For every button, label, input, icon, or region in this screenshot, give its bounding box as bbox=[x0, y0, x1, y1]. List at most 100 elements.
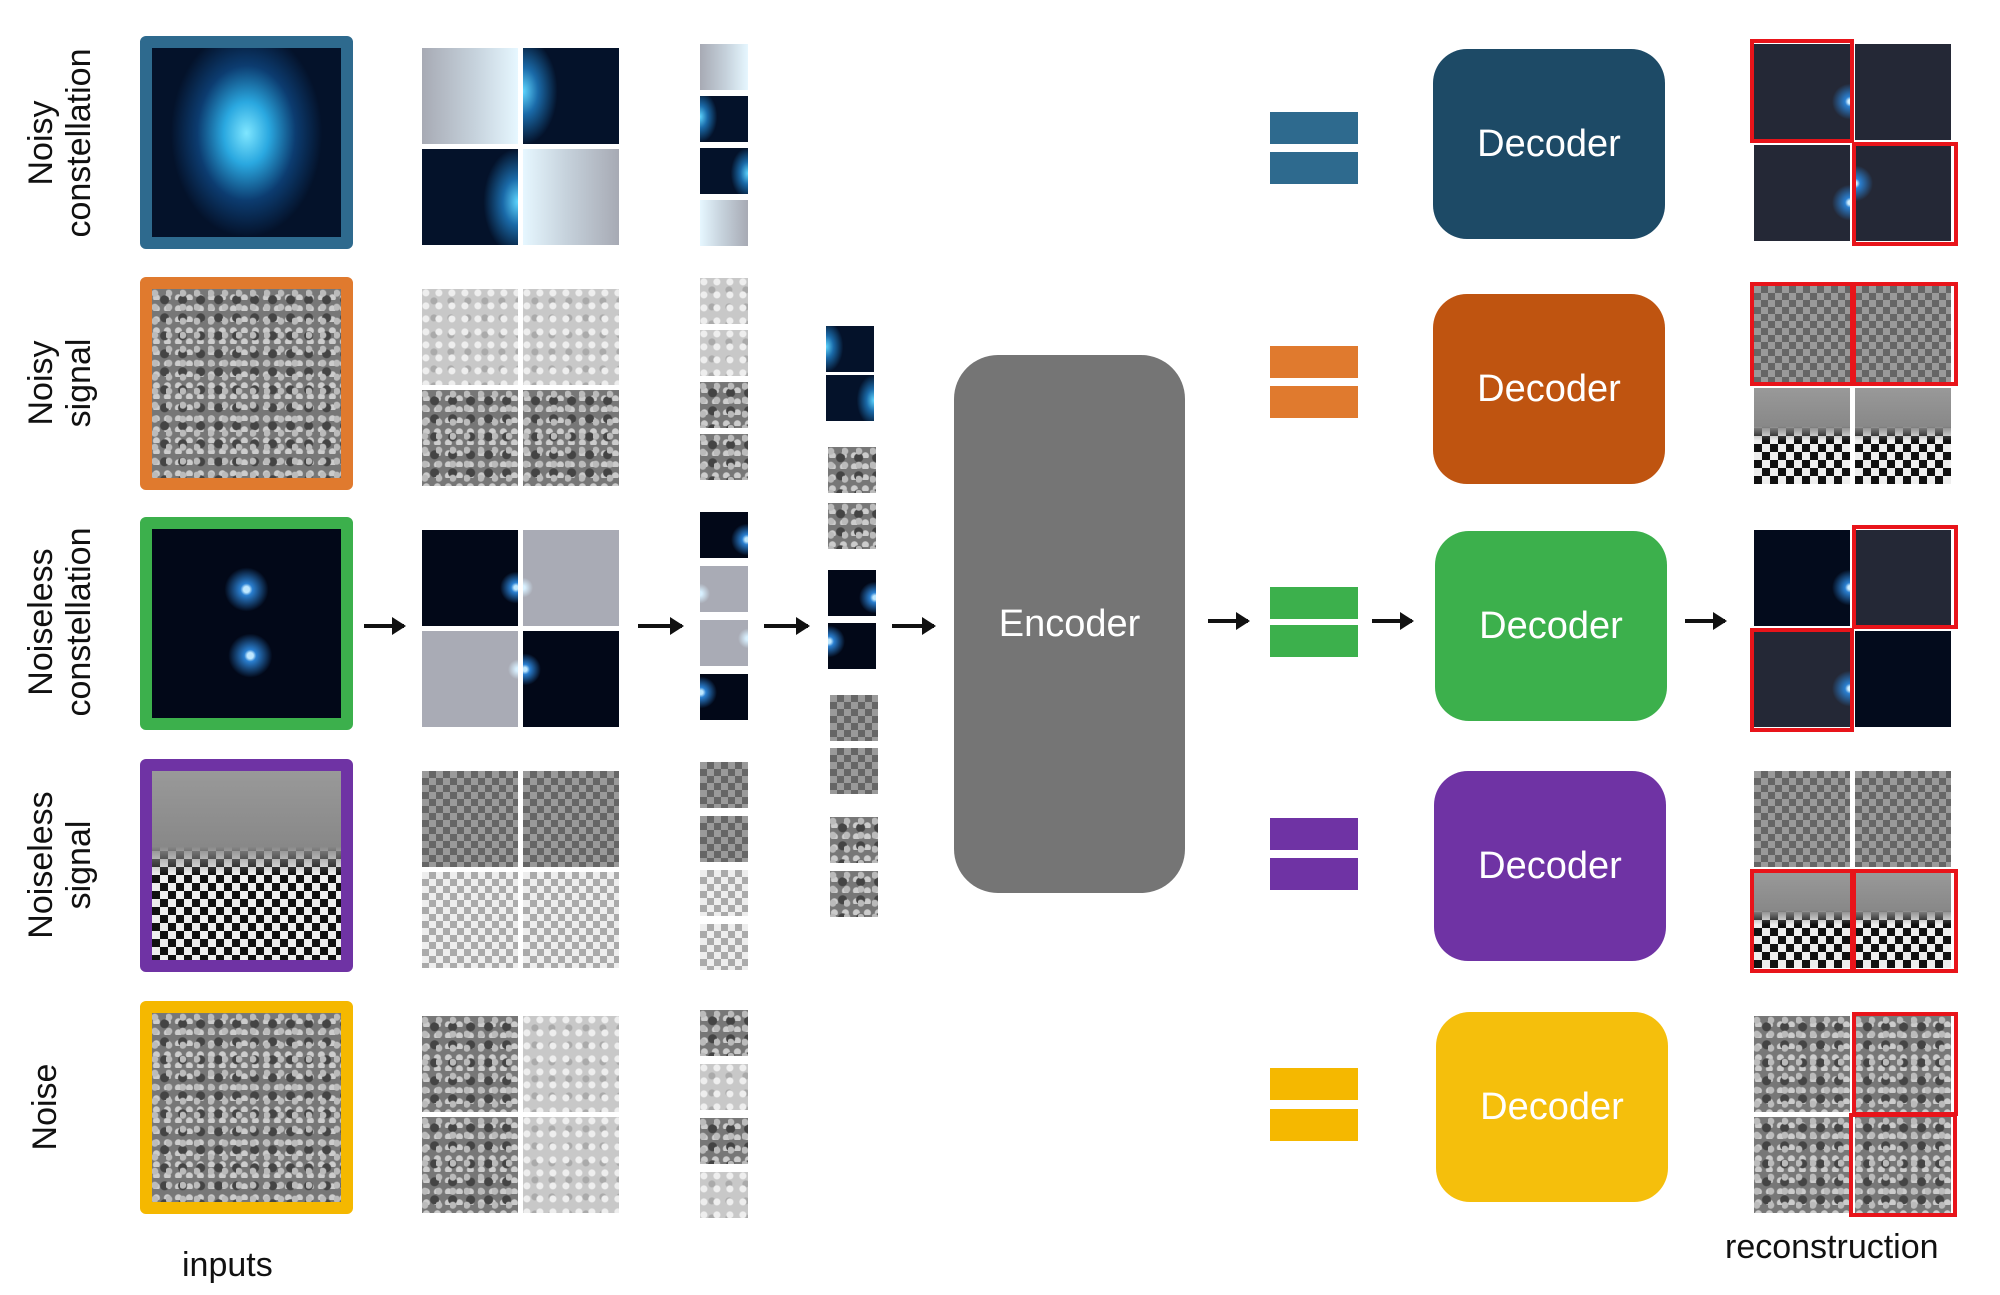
decoder-label: Decoder bbox=[1477, 367, 1621, 410]
patch bbox=[1855, 286, 1951, 382]
patch bbox=[422, 771, 518, 867]
latent-bar bbox=[1270, 858, 1358, 890]
decoder-label: Decoder bbox=[1477, 122, 1621, 165]
arrow-icon bbox=[1372, 612, 1414, 630]
arrow-icon bbox=[1208, 612, 1250, 630]
decoder-noisy-constellation: Decoder bbox=[1433, 49, 1665, 239]
patch bbox=[422, 48, 518, 144]
input-noise bbox=[140, 1001, 353, 1214]
patch bbox=[700, 1172, 748, 1218]
patch bbox=[830, 748, 878, 794]
patch bbox=[700, 1010, 748, 1056]
latent-bar bbox=[1270, 625, 1358, 657]
masked-patch-highlight bbox=[1750, 869, 1854, 973]
patch bbox=[422, 872, 518, 968]
patch bbox=[523, 1016, 619, 1112]
patch bbox=[1754, 44, 1850, 140]
masked-patch-highlight bbox=[1852, 525, 1958, 629]
patch bbox=[422, 631, 518, 727]
patch bbox=[700, 674, 748, 720]
latent-bar bbox=[1270, 587, 1358, 619]
patch bbox=[700, 434, 748, 480]
latent-bar bbox=[1270, 386, 1358, 418]
row-label-noiseless-signal: Noiseless signal bbox=[22, 791, 98, 939]
patch bbox=[828, 570, 876, 616]
input-noisy-constellation bbox=[140, 36, 353, 249]
decoder-noisy-signal: Decoder bbox=[1433, 294, 1665, 484]
masked-patch-highlight bbox=[1852, 1012, 1958, 1116]
patch bbox=[828, 447, 876, 493]
arrow-icon bbox=[364, 617, 406, 635]
patch bbox=[523, 48, 619, 144]
patch bbox=[826, 326, 874, 372]
patch bbox=[826, 375, 874, 421]
patch bbox=[830, 871, 878, 917]
arrow-icon bbox=[892, 617, 936, 635]
patch bbox=[1754, 286, 1850, 382]
patch bbox=[700, 148, 748, 194]
patch bbox=[1855, 44, 1951, 140]
latent-bar bbox=[1270, 346, 1358, 378]
latent-bar bbox=[1270, 112, 1358, 144]
patch bbox=[422, 1016, 518, 1112]
patch bbox=[422, 149, 518, 245]
patch bbox=[700, 1118, 748, 1164]
patch bbox=[830, 817, 878, 863]
patch bbox=[1754, 530, 1850, 626]
masked-patch-highlight bbox=[1750, 628, 1854, 732]
masked-patch-highlight bbox=[1852, 869, 1958, 973]
patch bbox=[422, 390, 518, 486]
patch bbox=[422, 530, 518, 626]
patch bbox=[1855, 631, 1951, 727]
decoder-label: Decoder bbox=[1478, 844, 1622, 887]
patch bbox=[700, 816, 748, 862]
patch bbox=[1754, 631, 1850, 727]
patch bbox=[1754, 872, 1850, 968]
masked-patch-highlight bbox=[1750, 39, 1854, 143]
patch bbox=[828, 623, 876, 669]
latent-bar bbox=[1270, 1068, 1358, 1100]
patch bbox=[700, 924, 748, 970]
patch bbox=[1855, 1016, 1951, 1112]
patch bbox=[700, 278, 748, 324]
patch bbox=[1754, 771, 1850, 867]
patch bbox=[1855, 388, 1951, 484]
input-noiseless-constellation bbox=[140, 517, 353, 730]
latent-bar bbox=[1270, 818, 1358, 850]
masked-patch-highlight bbox=[1852, 142, 1958, 246]
patch bbox=[700, 566, 748, 612]
arrow-icon bbox=[638, 617, 684, 635]
patch bbox=[700, 1064, 748, 1110]
patch bbox=[523, 1117, 619, 1213]
latent-bar bbox=[1270, 1109, 1358, 1141]
row-label-noisy-constellation: Noisy constellation bbox=[22, 48, 98, 238]
encoder-label: Encoder bbox=[998, 602, 1141, 645]
decoder-label: Decoder bbox=[1480, 1085, 1624, 1128]
masked-patch-highlight bbox=[1750, 282, 1854, 386]
patch bbox=[830, 695, 878, 741]
patch bbox=[1855, 872, 1951, 968]
encoder-block: Encoder bbox=[954, 355, 1185, 893]
patch bbox=[1855, 771, 1951, 867]
patch bbox=[523, 631, 619, 727]
patch bbox=[1754, 1117, 1850, 1213]
reconstruction-caption: reconstruction bbox=[1725, 1228, 1939, 1266]
patch bbox=[700, 762, 748, 808]
patch bbox=[1754, 388, 1850, 484]
patch bbox=[523, 872, 619, 968]
patch bbox=[523, 771, 619, 867]
decoder-noiseless-signal: Decoder bbox=[1434, 771, 1666, 961]
decoder-label: Decoder bbox=[1479, 604, 1623, 647]
patch bbox=[422, 289, 518, 385]
patch bbox=[700, 870, 748, 916]
decoder-noise: Decoder bbox=[1436, 1012, 1668, 1202]
input-noisy-signal bbox=[140, 277, 353, 490]
row-label-noiseless-constellation: Noiseless constellation bbox=[22, 527, 98, 717]
patch bbox=[1754, 1016, 1850, 1112]
input-noiseless-signal bbox=[140, 759, 353, 972]
masked-patch-highlight bbox=[1852, 282, 1958, 386]
arrow-icon bbox=[764, 617, 810, 635]
patch bbox=[1855, 145, 1951, 241]
patch bbox=[422, 1117, 518, 1213]
patch bbox=[1855, 1117, 1951, 1213]
